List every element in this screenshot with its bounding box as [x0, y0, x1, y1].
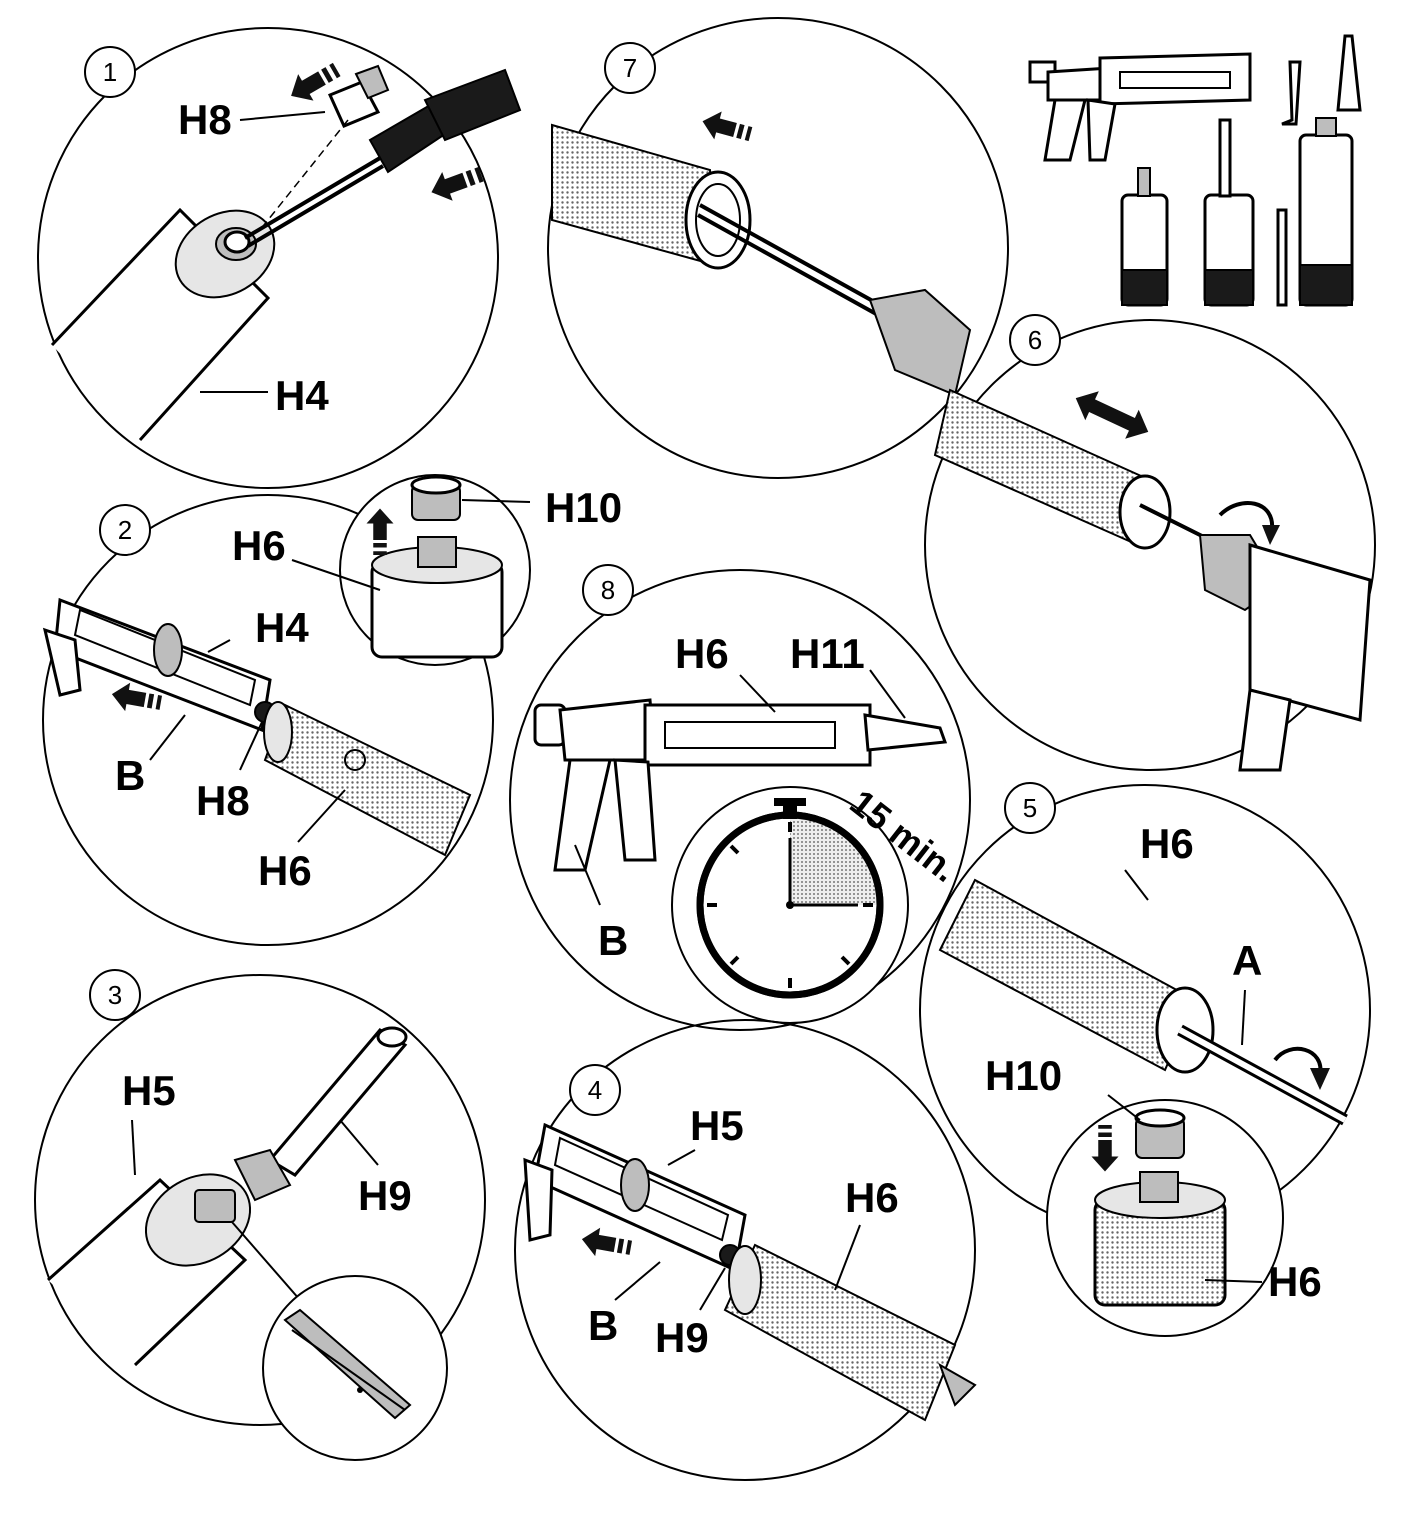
step-5-number: 5 [1023, 793, 1037, 823]
label-b: B [115, 752, 145, 799]
label-h5: H5 [690, 1102, 744, 1149]
mixing-rod-a [1177, 1024, 1348, 1126]
label-h5: H5 [122, 1067, 176, 1114]
gun-frame-b [42, 597, 272, 733]
label-b: B [588, 1302, 618, 1349]
screwdriver-icon [243, 68, 522, 248]
gun-frame-b [523, 1122, 747, 1273]
step-3-number: 3 [108, 980, 122, 1010]
cartridge-h6 [938, 878, 1215, 1074]
label-h8: H8 [196, 777, 250, 824]
double-arrow-icon [1075, 391, 1149, 439]
mixing-rod [1276, 208, 1288, 307]
utility-knife-icon [283, 1308, 412, 1420]
step-2-circle [42, 494, 494, 946]
step-7-number: 7 [623, 53, 637, 83]
cap-h10 [1134, 1108, 1186, 1159]
step-6-badge [1009, 314, 1061, 366]
step-8-number: 8 [601, 575, 615, 605]
step-2-number: 2 [118, 515, 132, 545]
dispensing-gun [1028, 52, 1252, 162]
nozzle [1281, 60, 1302, 126]
step-4-circle [514, 1019, 976, 1481]
step-3-circle [34, 974, 486, 1426]
label-h6: H6 [1140, 820, 1194, 867]
cap-h10 [410, 475, 462, 521]
cartridge-h6 [263, 701, 472, 857]
rotate-arrow-icon [1273, 1046, 1323, 1076]
nozzle-h11 [863, 713, 948, 752]
label-h11: H11 [790, 630, 865, 677]
label-h10: H10 [545, 484, 622, 531]
step-8-circle [509, 569, 971, 1031]
cartridge-tall [1298, 117, 1354, 307]
step-1-number: 1 [103, 57, 117, 87]
step-3-knife-inset [262, 1275, 448, 1461]
cartridge-with-nozzle [1203, 118, 1255, 307]
tube-h5 [47, 1173, 252, 1367]
step-1-circle [37, 27, 499, 489]
step-5-inset [1046, 1099, 1284, 1337]
label-h9: H9 [358, 1172, 412, 1219]
step-7-badge [604, 42, 656, 94]
push-arrow-icon [579, 1224, 634, 1262]
cartridge-h6 [723, 1243, 977, 1422]
step-1-panel: 1 H8 H4 [37, 27, 522, 489]
dispensing-gun-b [533, 698, 948, 872]
step-4-panel: 4 H5 H6 B H9 [514, 1019, 977, 1481]
label-h10: H10 [985, 1052, 1062, 1099]
push-arrow-icon [698, 107, 755, 149]
step-5-panel: 5 H6 A H10 H6 [919, 782, 1371, 1337]
label-h4: H4 [275, 372, 329, 419]
step-8-badge [582, 564, 634, 616]
nozzle [1336, 34, 1362, 112]
label-h6: H6 [1268, 1258, 1322, 1305]
step-3-badge [89, 969, 141, 1021]
step-2-badge [99, 504, 151, 556]
label-h6: H6 [845, 1174, 899, 1221]
step-6-circle [924, 319, 1376, 771]
step-5-badge [1004, 782, 1056, 834]
rotate-arrow-icon [1218, 501, 1275, 531]
label-h6: H6 [258, 847, 312, 894]
stopwatch-icon [671, 786, 909, 1024]
step-4-number: 4 [588, 1075, 602, 1105]
mixer-h9 [233, 1026, 408, 1202]
push-arrow-icon [426, 159, 487, 207]
step-6-panel: 6 [924, 314, 1376, 772]
cartridge-small [1120, 167, 1169, 307]
step-1-badge [84, 46, 136, 98]
step-7-circle [547, 17, 1009, 479]
label-h4: H4 [255, 604, 309, 651]
label-h9: H9 [655, 1314, 709, 1361]
label-h6: H6 [675, 630, 729, 677]
label-a: A [1232, 937, 1262, 984]
step-8-panel: 8 H6 H11 B [509, 564, 971, 1031]
step-3-panel: 3 H5 H9 [34, 969, 486, 1461]
step-7-panel: 7 [547, 17, 1009, 479]
label-b: B [598, 917, 628, 964]
step-2-inset [339, 474, 531, 666]
label-h8: H8 [178, 96, 232, 143]
cap-h8 [259, 64, 390, 231]
label-h6: H6 [232, 522, 286, 569]
tool-set-overview [1028, 34, 1362, 307]
step-4-badge [569, 1064, 621, 1116]
step-6-number: 6 [1028, 325, 1042, 355]
drill-chuck [868, 288, 972, 397]
drill-body [1248, 543, 1372, 722]
step-2-panel: 2 H4 B H8 H6 [42, 474, 622, 946]
